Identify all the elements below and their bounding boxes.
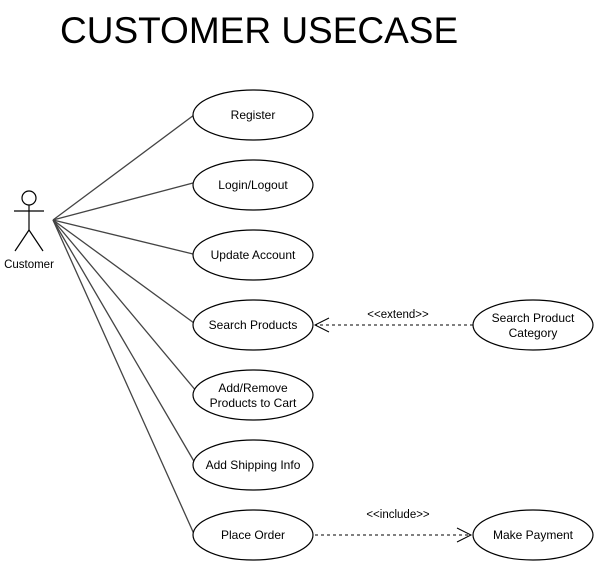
actor-left-leg (14, 229, 30, 252)
actor-head (21, 190, 37, 206)
use-case-label: Login/Logout (218, 178, 288, 192)
actor-customer: Customer (4, 190, 54, 271)
extend-stereotype: <<extend>> (367, 309, 429, 321)
use-case-label: Register (231, 108, 276, 122)
use-case-update-account: Update Account (192, 229, 314, 281)
use-case-ellipse (472, 509, 594, 561)
use-case-ellipse (192, 439, 314, 491)
include-relation: <<include>> (315, 509, 473, 543)
use-case-place-order: Place Order (192, 509, 314, 561)
use-case-label: Make Payment (493, 528, 574, 542)
use-case-ellipse (192, 159, 314, 211)
use-case-register: Register (192, 89, 314, 141)
use-case-label: Search Products (209, 318, 298, 332)
use-case-ellipse (192, 509, 314, 561)
use-case-label-line-1: Add/Remove (218, 381, 288, 395)
use-case-label-line-1: Search Product (492, 311, 575, 325)
use-case-login-logout: Login/Logout (192, 159, 314, 211)
use-case-ellipse (192, 229, 314, 281)
actor-label: Customer (4, 259, 54, 271)
include-arrowhead (456, 527, 473, 543)
assoc-shipping (52, 219, 196, 464)
use-case-ellipse (472, 299, 594, 351)
use-case-label: Add Shipping Info (206, 458, 301, 472)
use-case-label: Update Account (211, 248, 296, 262)
use-case-label-line-2: Category (509, 326, 558, 340)
extend-arrowhead (313, 317, 330, 333)
use-case-label-line-2: Products to Cart (210, 396, 297, 410)
assoc-place-order (52, 219, 195, 535)
use-case-add-shipping-info: Add Shipping Info (192, 439, 314, 491)
use-case-label: Place Order (221, 528, 285, 542)
actor-right-leg (28, 229, 44, 252)
assoc-login (52, 182, 194, 221)
use-case-add-remove-products: Add/Remove Products to Cart (192, 369, 314, 421)
include-stereotype: <<include>> (366, 509, 430, 521)
use-case-search-product-category: Search Product Category (472, 299, 594, 351)
associations (52, 114, 198, 535)
assoc-update-account (52, 219, 194, 255)
use-case-make-payment: Make Payment (472, 509, 594, 561)
diagram-title: CUSTOMER USECASE (60, 10, 458, 51)
assoc-register (52, 114, 195, 221)
use-case-search-products: Search Products (192, 299, 314, 351)
use-case-ellipse (192, 369, 314, 421)
use-case-ellipse (192, 299, 314, 351)
assoc-search-products (52, 219, 195, 324)
use-case-ellipse (192, 89, 314, 141)
assoc-add-remove (52, 219, 198, 393)
extend-relation: <<extend>> (313, 309, 473, 333)
